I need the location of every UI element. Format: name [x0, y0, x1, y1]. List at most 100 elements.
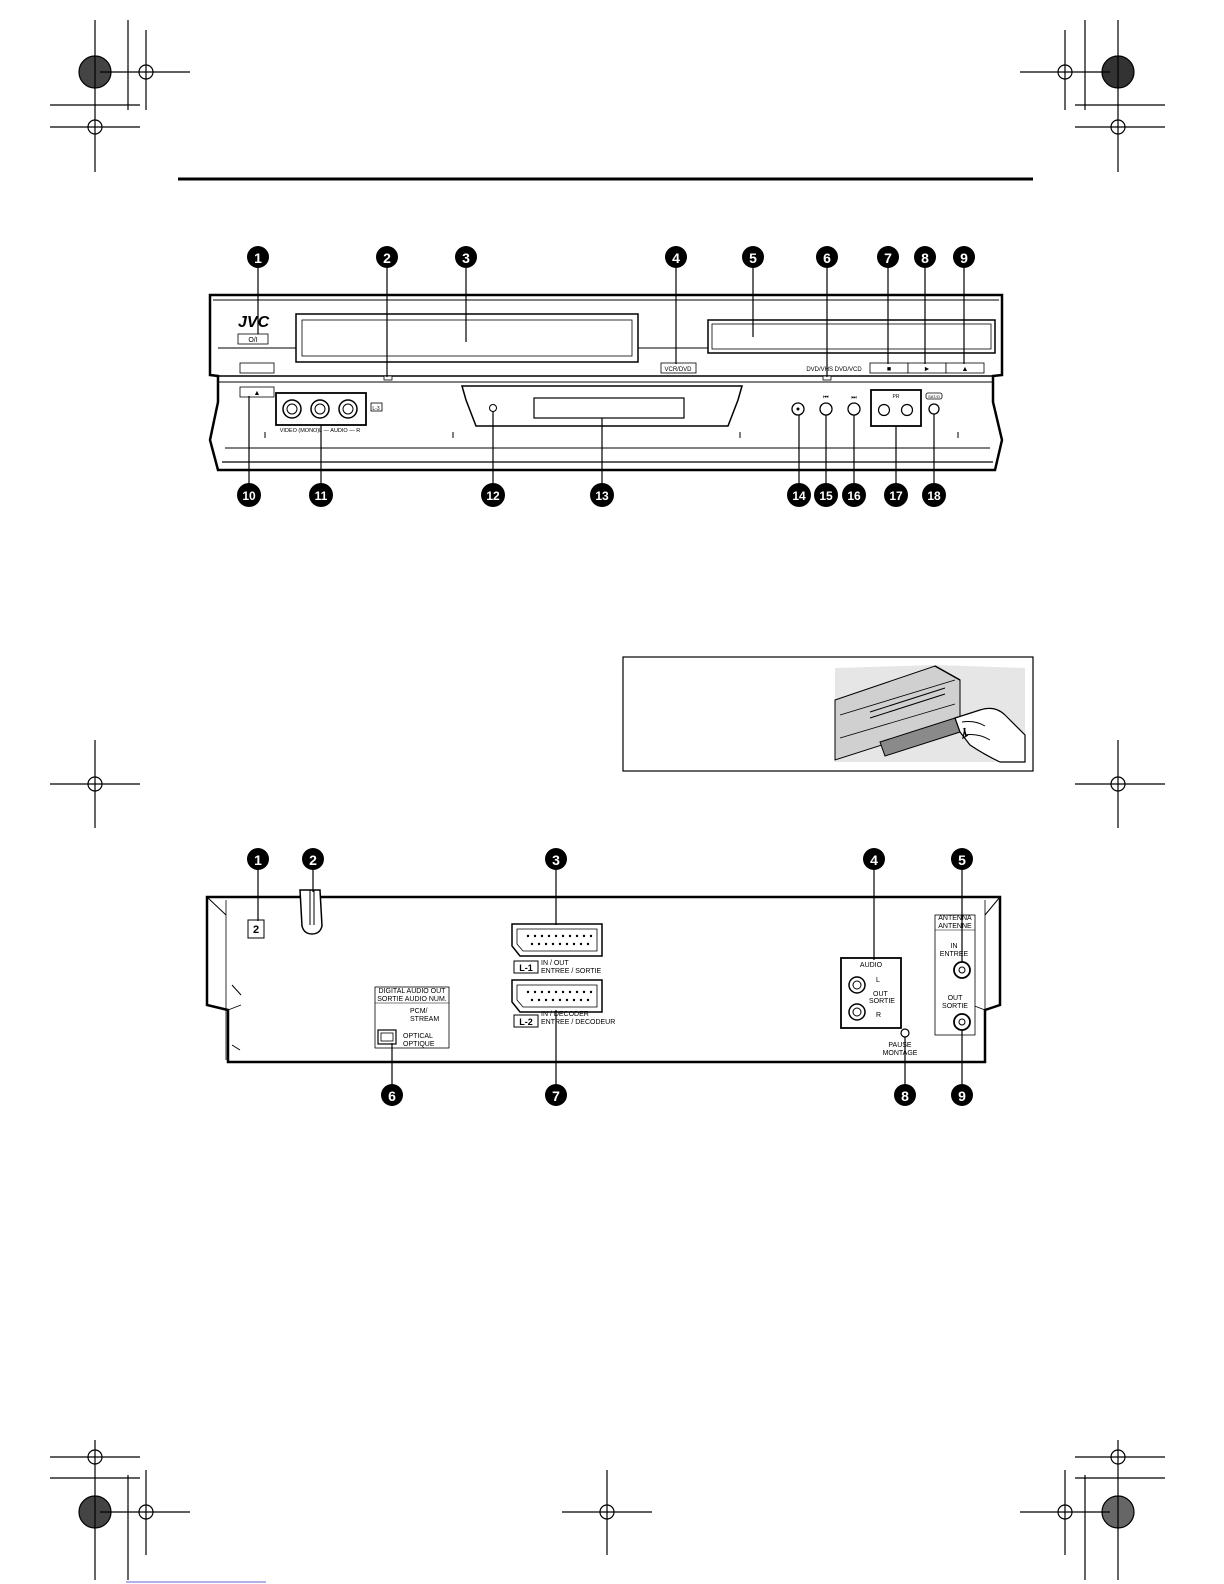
satellite-label: SAT/O [928, 394, 940, 399]
svg-text:9: 9 [960, 250, 968, 266]
pause-label-2: MONTAGE [883, 1050, 918, 1057]
pr-label: PR [893, 394, 900, 400]
svg-text:2: 2 [383, 250, 391, 266]
eject-symbol-left: ▲ [254, 390, 261, 397]
svg-text:3: 3 [462, 250, 470, 266]
svg-text:4: 4 [672, 250, 680, 266]
front-callout-2: 2 [376, 246, 398, 377]
svg-text:12: 12 [486, 489, 500, 503]
scart-pins [526, 934, 593, 1002]
svg-text:6: 6 [823, 250, 831, 266]
front-callout-9: 9 [953, 246, 975, 364]
svg-text:2: 2 [309, 852, 317, 868]
skip-back-label: ⏮ [823, 395, 829, 401]
terminal-label: 2 [253, 924, 259, 936]
rear-callouts-bottom: 6 7 8 9 [381, 1010, 973, 1106]
door-illustration [834, 665, 1026, 763]
l1-desc-2: ENTREE / SORTIE [541, 968, 601, 975]
svg-text:10: 10 [242, 489, 256, 503]
l2-desc-1: IN / DECODER [541, 1011, 589, 1018]
front-callout-8: 8 [914, 246, 936, 364]
rear-callout-5: 5 [951, 848, 973, 962]
svg-text:16: 16 [847, 489, 861, 503]
pause-label-1: PAUSE [888, 1042, 912, 1049]
front-callout-12: 12 [481, 412, 505, 507]
rear-callout-2: 2 [302, 848, 324, 892]
front-callout-14: 14 [787, 415, 811, 507]
svg-text:5: 5 [749, 250, 757, 266]
svg-text:7: 7 [552, 1088, 560, 1104]
skip-fwd-label: ⏭ [851, 395, 857, 401]
front-input-label: L-3 [372, 406, 379, 412]
svg-text:1: 1 [254, 250, 262, 266]
ant-in-label-1: IN [951, 943, 958, 950]
front-callout-6: 6 [816, 246, 838, 377]
front-callouts-top: 1 2 3 4 5 6 7 8 9 [247, 246, 975, 377]
front-callout-15: 15 [814, 415, 838, 507]
ant-in-label-2: ENTREE [940, 951, 969, 958]
rear-callout-7: 7 [545, 1010, 567, 1106]
rear-callout-1: 1 [247, 848, 269, 921]
antenna-label-2: ANTENNE [938, 923, 972, 930]
rear-callout-4: 4 [863, 848, 885, 960]
svg-text:14: 14 [792, 489, 806, 503]
audio-out-label-2: SORTIE [869, 998, 895, 1005]
l1-label: L-1 [519, 963, 533, 973]
rear-callouts-top: 1 2 3 4 5 [247, 848, 973, 962]
digital-audio-label-1: DIGITAL AUDIO OUT [379, 988, 447, 995]
audio-out-label-1: OUT [873, 991, 889, 998]
antenna-label-1: ANTENNA [938, 915, 972, 922]
front-callout-1: 1 [247, 246, 269, 334]
rear-panel-diagram [205, 889, 1002, 1064]
front-callout-3: 3 [455, 246, 477, 342]
vcr-dvd-label: VCR/DVD [664, 367, 692, 373]
front-callout-17: 17 [884, 426, 908, 507]
ant-out-label-1: OUT [948, 995, 964, 1002]
rear-callout-3: 3 [545, 848, 567, 925]
front-callout-16: 16 [842, 415, 866, 507]
rear-callout-8: 8 [894, 1037, 916, 1106]
ant-out-label-2: SORTIE [942, 1003, 968, 1010]
front-callout-4: 4 [665, 246, 687, 364]
l2-label: L-2 [519, 1017, 533, 1027]
brand-logo: JVC [238, 314, 270, 331]
svg-text:5: 5 [958, 852, 966, 868]
eject-symbol: ▲ [962, 366, 969, 373]
svg-text:9: 9 [958, 1088, 966, 1104]
door-illustration-box [622, 656, 1034, 772]
front-callouts-bottom: 10 11 12 13 14 15 16 17 18 [237, 396, 946, 507]
front-panel-diagram [208, 293, 1004, 472]
digital-audio-label-2: SORTIE AUDIO NUM. [377, 996, 447, 1003]
svg-text:7: 7 [884, 250, 892, 266]
svg-text:6: 6 [388, 1088, 396, 1104]
svg-text:1: 1 [254, 852, 262, 868]
l2-desc-2: ENTREE / DECODEUR [541, 1019, 615, 1026]
power-label: O/I [248, 337, 257, 344]
stop-symbol: ■ [887, 366, 891, 373]
svg-text:15: 15 [819, 489, 833, 503]
front-callout-11: 11 [309, 425, 333, 507]
pcm-label-1: PCM/ [410, 1008, 428, 1015]
svg-text:8: 8 [901, 1088, 909, 1104]
svg-text:4: 4 [870, 852, 878, 868]
rear-callout-9: 9 [951, 1030, 973, 1106]
svg-text:13: 13 [595, 489, 609, 503]
dvd-vhs-label: DVD/VHS DVD/VCD [806, 367, 862, 373]
pcm-label-2: STREAM [410, 1016, 439, 1023]
svg-text:17: 17 [889, 489, 903, 503]
l1-desc-1: IN / OUT [541, 960, 569, 967]
play-symbol: ► [924, 366, 931, 373]
audio-label: AUDIO [860, 962, 883, 969]
front-input-sub: VIDEO (MONO)L — AUDIO — R [280, 428, 360, 434]
svg-text:3: 3 [552, 852, 560, 868]
front-callout-13: 13 [590, 418, 614, 507]
audio-r-label: R [876, 1012, 881, 1019]
optical-label-1: OPTICAL [403, 1033, 433, 1040]
front-callout-7: 7 [877, 246, 899, 364]
audio-l-label: L [876, 977, 880, 984]
front-callout-10: 10 [237, 396, 261, 507]
svg-text:18: 18 [927, 489, 941, 503]
svg-text:11: 11 [315, 489, 328, 503]
svg-text:8: 8 [921, 250, 929, 266]
